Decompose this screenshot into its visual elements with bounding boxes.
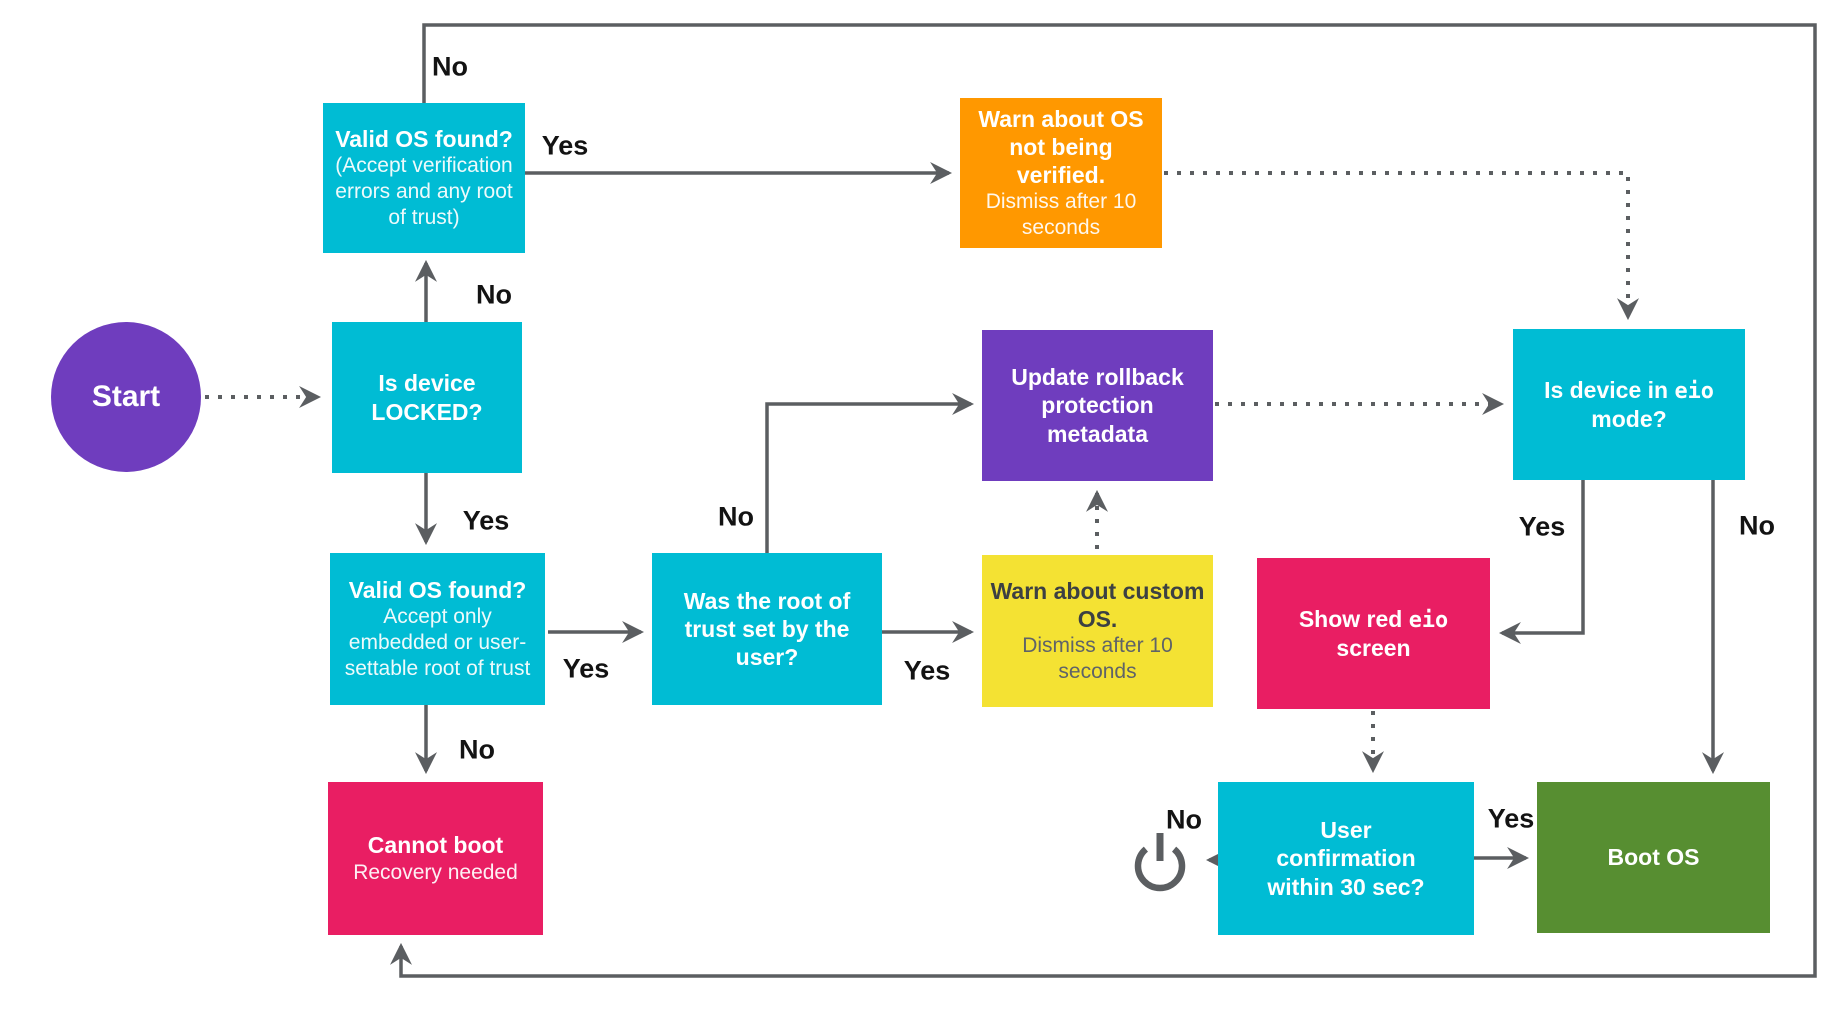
node-valid-os-any: Valid OS found? (Accept verification err… (323, 103, 525, 253)
node-valid-os-any-title: Valid OS found? (335, 125, 513, 152)
node-warn-unverified-content: Warn about OS not being verified. Dismis… (960, 99, 1162, 247)
node-update-rollback: Update rollback protection metadata (982, 330, 1213, 481)
node-warn-custom-os-subtitle: Dismiss after 10 seconds (1022, 634, 1173, 684)
node-is-device-locked-content: Is device LOCKED? (332, 363, 522, 431)
node-show-red-eio-title: Show red eio screen (1279, 605, 1468, 663)
node-warn-unverified: Warn about OS not being verified. Dismis… (960, 98, 1162, 248)
node-show-red-eio-mono: eio (1408, 607, 1449, 633)
edge-label-root-yes: Yes (903, 655, 951, 686)
edge-label-embedded-no: No (459, 734, 495, 765)
node-cannot-boot-title: Cannot boot (367, 832, 504, 859)
node-is-eio-mode-suffix: mode? (1591, 406, 1667, 433)
node-valid-os-embedded: Valid OS found? Accept only embedded or … (330, 553, 545, 705)
node-start: Start (51, 322, 201, 472)
node-show-red-eio-content: Show red eio screen (1257, 599, 1490, 669)
node-valid-os-any-subtitle: (Accept verification errors and any root… (335, 153, 513, 230)
node-is-eio-mode: Is device in eio mode? (1513, 329, 1745, 480)
node-is-device-locked: Is device LOCKED? (332, 322, 522, 473)
node-user-confirmation: User confirmation within 30 sec? (1218, 782, 1474, 935)
edge-label-embedded-yes: Yes (562, 653, 610, 684)
node-warn-custom-os: Warn about custom OS. Dismiss after 10 s… (982, 555, 1213, 707)
node-show-red-eio-suffix: screen (1336, 635, 1411, 662)
edge-label-validany-yes: Yes (541, 130, 589, 161)
node-boot-os: Boot OS (1537, 782, 1770, 933)
node-boot-os-title: Boot OS (1607, 844, 1700, 871)
edge-root-no (765, 393, 975, 553)
node-valid-os-embedded-title: Valid OS found? (348, 576, 527, 603)
node-cannot-boot-subtitle: Recovery needed (353, 860, 518, 884)
node-show-red-eio-prefix: Show red (1298, 605, 1409, 632)
edge-label-root-no: No (718, 501, 754, 532)
node-update-rollback-title: Update rollback protection metadata (1011, 364, 1184, 447)
edge-label-confirm-yes: Yes (1487, 803, 1535, 834)
node-was-root-user-set-title: Was the root of trust set by the user? (683, 587, 851, 671)
power-icon (1134, 833, 1186, 892)
edge-label-confirm-no: No (1166, 804, 1202, 835)
node-was-root-user-set: Was the root of trust set by the user? (652, 553, 882, 705)
node-is-device-locked-title: Is device LOCKED? (371, 370, 483, 425)
node-update-rollback-content: Update rollback protection metadata (982, 357, 1213, 453)
node-cannot-boot-content: Cannot boot Recovery needed (328, 825, 543, 891)
node-valid-os-any-content: Valid OS found? (Accept verification err… (323, 119, 525, 237)
node-start-content: Start (51, 373, 201, 422)
edge-label-eio-no: No (1739, 510, 1775, 541)
node-warn-unverified-subtitle: Dismiss after 10 seconds (985, 190, 1137, 240)
edge-label-locked-no: No (476, 279, 512, 310)
node-user-confirmation-content: User confirmation within 30 sec? (1218, 810, 1474, 906)
edge-label-locked-yes: Yes (462, 505, 510, 536)
node-is-eio-mode-prefix: Is device in (1544, 376, 1675, 403)
node-warn-unverified-title: Warn about OS not being verified. (978, 105, 1144, 188)
node-is-eio-mode-mono: eio (1674, 378, 1714, 404)
node-user-confirmation-title: User confirmation within 30 sec? (1267, 817, 1425, 900)
node-cannot-boot: Cannot boot Recovery needed (328, 782, 543, 935)
node-is-eio-mode-title: Is device in eio mode? (1531, 376, 1727, 434)
node-warn-custom-os-content: Warn about custom OS. Dismiss after 10 s… (982, 571, 1213, 691)
edge-label-loop-no: No (432, 51, 468, 82)
edge-eio-yes (1498, 480, 1585, 644)
node-was-root-user-set-content: Was the root of trust set by the user? (652, 581, 882, 677)
edge-no-os-loop (390, 23, 1817, 978)
node-is-eio-mode-content: Is device in eio mode? (1513, 370, 1745, 440)
node-show-red-eio: Show red eio screen (1257, 558, 1490, 709)
node-valid-os-embedded-subtitle: Accept only embedded or user-settable ro… (344, 604, 531, 681)
edge-label-eio-yes: Yes (1518, 511, 1566, 542)
node-warn-custom-os-title: Warn about custom OS. (990, 577, 1205, 632)
edge-warn-to-eio (1164, 171, 1639, 321)
node-valid-os-embedded-content: Valid OS found? Accept only embedded or … (330, 570, 545, 688)
node-boot-os-content: Boot OS (1537, 837, 1770, 877)
node-start-label: Start (91, 379, 161, 413)
